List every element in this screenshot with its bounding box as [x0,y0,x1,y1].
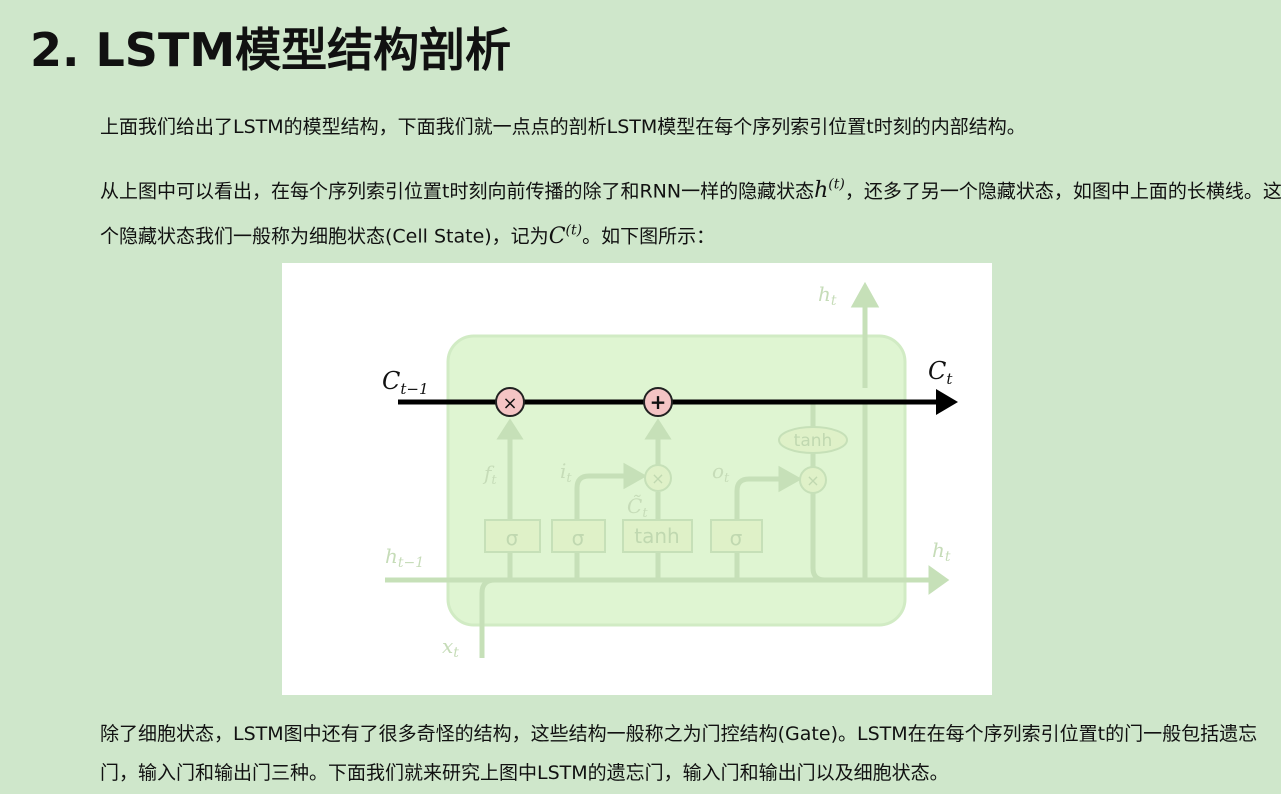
label-c-prev: Ct−1 [382,367,429,398]
label-h-t-top: ht [818,282,837,309]
svg-text:×: × [502,393,517,414]
label-h-t-right: ht [932,538,951,565]
text: ，还多了另一个隐藏状态，如图中上面的长横线。这个隐藏状态我们一般称为细胞状态(C… [100,180,1281,248]
input-gate-sigma: σ [572,526,585,550]
text: 。如下图所示： [582,225,716,248]
lstm-cell-diagram: σ σ tanh σ tanh × × ft it C̃t ot ht−1 ht… [282,263,992,695]
forget-gate-sigma: σ [506,526,519,550]
paragraph-cell-state: 从上图中可以看出，在每个序列索引位置t时刻向前传播的除了和RNN一样的隐藏状态h… [10,166,1281,257]
math-h-t: h(t) [814,177,845,204]
label-x-t: xt [442,634,459,661]
candidate-tanh: tanh [634,524,679,548]
forget-multiply-op [495,387,525,417]
label-c-t: Ct [928,357,953,388]
gate-boxes [484,426,848,553]
math-c-t: C(t) [548,222,583,249]
page-title: 2. LSTM模型结构剖析 [30,23,512,77]
label-c-tilde: C̃t [627,494,648,521]
input-multiply-op: × [651,469,664,488]
cell-state-arrowhead [936,389,958,415]
label-h-prev: ht−1 [385,544,424,571]
output-gate-sigma: σ [730,526,743,550]
text: 从上图中可以看出，在每个序列索引位置t时刻向前传播的除了和RNN一样的隐藏状态 [100,180,815,203]
output-tanh: tanh [794,431,833,451]
label-o-t: ot [712,459,730,486]
label-i-t: it [560,459,572,486]
svg-text:+: + [650,390,667,414]
cell-add-op [643,387,673,417]
output-multiply-op: × [806,471,819,490]
paragraph-intro: 上面我们给出了LSTM的模型结构，下面我们就一点点的剖析LSTM模型在每个序列索… [100,116,1026,138]
paragraph-gates: 除了细胞状态，LSTM图中还有了很多奇怪的结构，这些结构一般称之为门控结构(Ga… [100,723,1258,784]
